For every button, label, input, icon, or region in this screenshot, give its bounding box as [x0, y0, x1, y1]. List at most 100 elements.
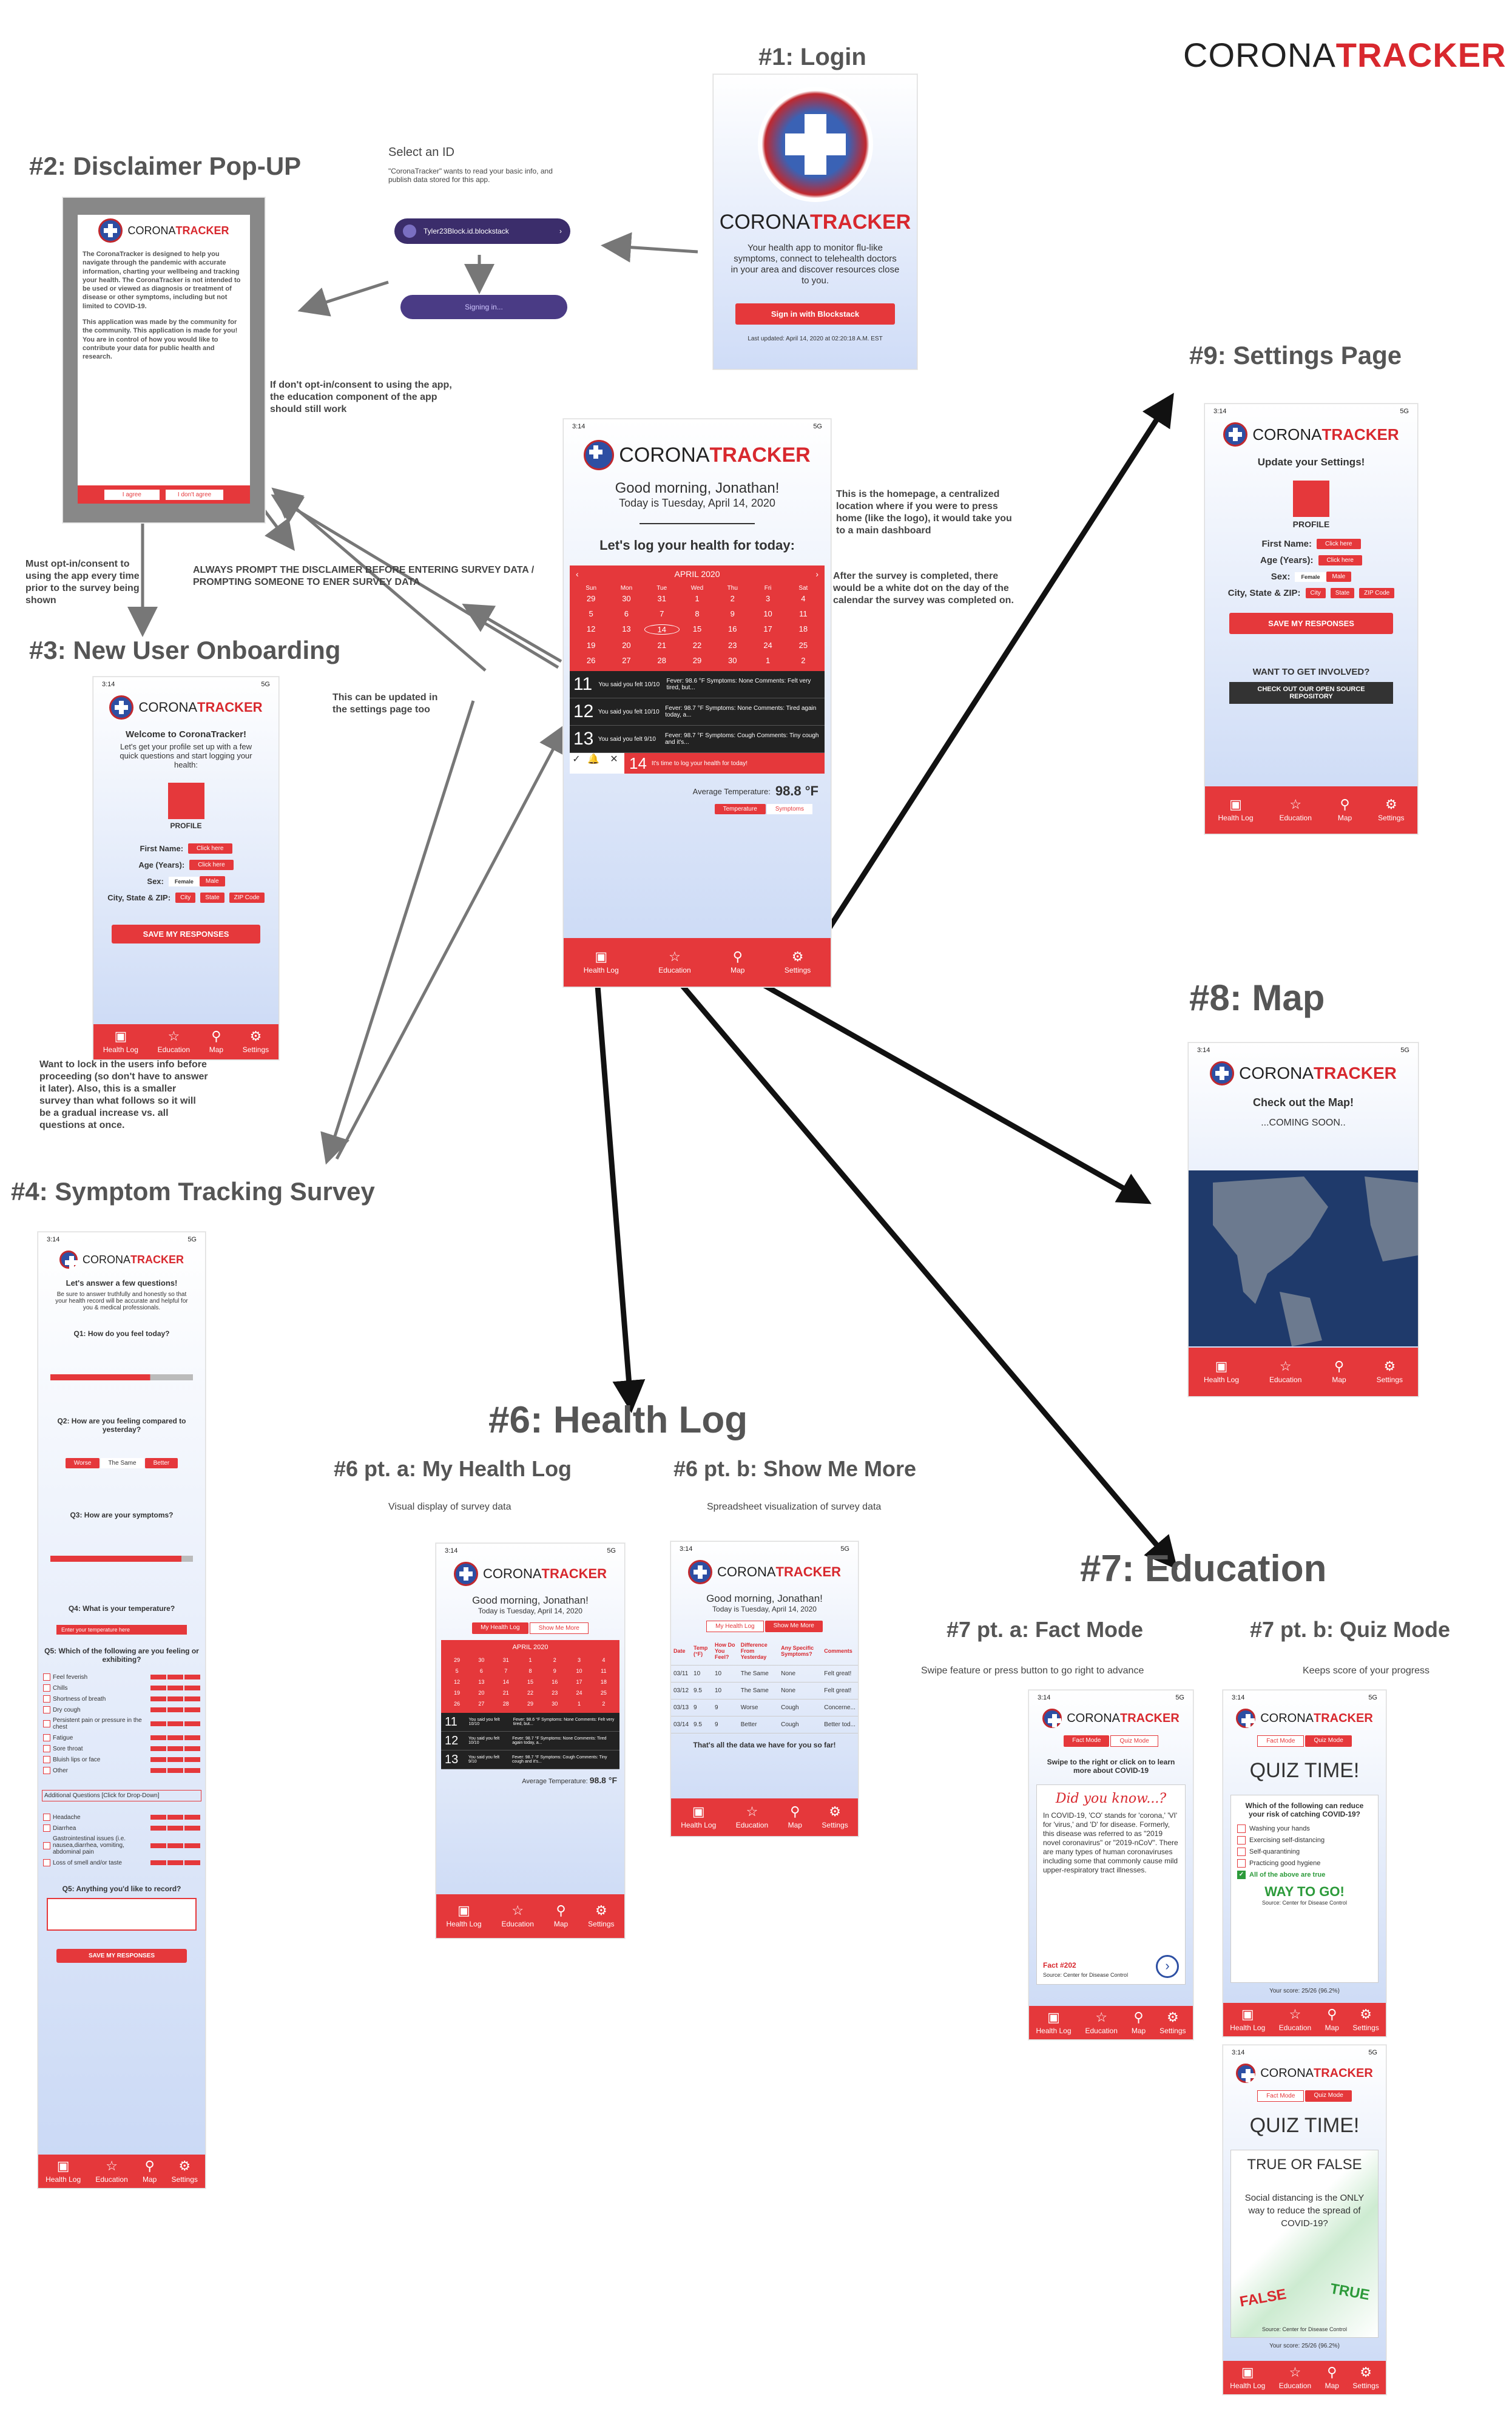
- nav-education[interactable]: ☆Education: [1085, 2009, 1118, 2035]
- severity-option[interactable]: [167, 1815, 183, 1820]
- survey-save-button[interactable]: SAVE MY RESPONSES: [56, 1949, 187, 1963]
- symptom-checkbox[interactable]: [43, 1695, 50, 1703]
- severity-option[interactable]: [184, 1696, 200, 1701]
- home-logo[interactable]: CORONATRACKER: [564, 436, 831, 474]
- severity-option[interactable]: [184, 1735, 200, 1740]
- next-fact-icon[interactable]: ›: [1156, 1955, 1179, 1978]
- nav-map[interactable]: ⚲Map: [1131, 2009, 1146, 2035]
- calendar-day[interactable]: 21: [502, 1690, 509, 1696]
- nav-health-log[interactable]: ▣Health Log: [446, 1903, 482, 1929]
- save-responses-button[interactable]: SAVE MY RESPONSES: [1229, 613, 1393, 634]
- nav-education[interactable]: ☆Education: [95, 2158, 128, 2184]
- nav-settings[interactable]: ⚙Settings: [1352, 2364, 1379, 2390]
- symptom-checkbox[interactable]: [43, 1706, 50, 1713]
- nav-education[interactable]: ☆Education: [735, 1804, 769, 1830]
- calendar-day[interactable]: 28: [502, 1701, 509, 1707]
- tab-fact-mode[interactable]: Fact Mode: [1257, 2090, 1304, 2102]
- calendar-day[interactable]: 30: [478, 1657, 485, 1663]
- nav-map[interactable]: ⚲Map: [1337, 797, 1352, 823]
- calendar-day[interactable]: 20: [478, 1690, 485, 1696]
- calendar-day[interactable]: 11: [601, 1668, 607, 1674]
- quiz-option[interactable]: Washing your hands: [1237, 1824, 1372, 1833]
- calendar-day[interactable]: 26: [454, 1701, 461, 1707]
- nav-health-log[interactable]: ▣Health Log: [1203, 1359, 1240, 1385]
- calendar-day[interactable]: 3: [765, 594, 771, 603]
- severity-options[interactable]: [150, 1860, 200, 1865]
- age-field[interactable]: Click here: [1318, 555, 1362, 565]
- calendar-day[interactable]: 21: [657, 641, 666, 650]
- same-option[interactable]: The Same: [101, 1458, 144, 1468]
- symptom-checkbox[interactable]: [43, 1756, 50, 1763]
- calendar-day[interactable]: 5: [589, 609, 593, 618]
- quiz-checkbox[interactable]: [1237, 1836, 1246, 1845]
- chevron-left-icon[interactable]: ‹: [576, 569, 579, 579]
- nav-map[interactable]: ⚲Map: [1332, 1359, 1346, 1385]
- severity-option[interactable]: [167, 1860, 183, 1865]
- nav-settings[interactable]: ⚙Settings: [171, 2158, 198, 2184]
- nav-health-log[interactable]: ▣Health Log: [1230, 2006, 1266, 2032]
- calendar-day[interactable]: 7: [504, 1668, 508, 1674]
- nav-map[interactable]: ⚲Map: [209, 1028, 224, 1055]
- q1-slider[interactable]: [50, 1374, 193, 1380]
- nav-health-log[interactable]: ▣Health Log: [1218, 797, 1254, 823]
- first-name-field[interactable]: Click here: [1317, 539, 1361, 549]
- false-button[interactable]: FALSE: [1238, 2286, 1288, 2311]
- severity-option[interactable]: [167, 1826, 183, 1831]
- severity-options[interactable]: [150, 1815, 200, 1820]
- calendar-day[interactable]: 27: [622, 656, 631, 665]
- nav-map[interactable]: ⚲Map: [731, 949, 745, 975]
- calendar-day[interactable]: 15: [692, 624, 702, 633]
- tab-fact-mode[interactable]: Fact Mode: [1064, 1735, 1110, 1747]
- calendar-day[interactable]: 5: [455, 1668, 459, 1674]
- severity-option[interactable]: [167, 1757, 183, 1762]
- nav-health-log[interactable]: ▣Health Log: [46, 2158, 81, 2184]
- severity-option[interactable]: [184, 1675, 200, 1679]
- severity-option[interactable]: [184, 1815, 200, 1820]
- state-field[interactable]: State: [200, 893, 224, 903]
- first-name-field[interactable]: Click here: [188, 843, 232, 854]
- tab-show-me-more[interactable]: Show Me More: [764, 1621, 823, 1632]
- severity-option[interactable]: [150, 1721, 166, 1726]
- tab-quiz-mode[interactable]: Quiz Mode: [1305, 2090, 1352, 2102]
- calendar-day[interactable]: 2: [801, 656, 806, 665]
- worse-option[interactable]: Worse: [65, 1458, 100, 1468]
- quiz-checkbox[interactable]: [1237, 1848, 1246, 1856]
- calendar-day[interactable]: 1: [695, 594, 700, 603]
- severity-options[interactable]: [150, 1768, 200, 1773]
- calendar-day[interactable]: 19: [454, 1690, 461, 1696]
- severity-option[interactable]: [184, 1721, 200, 1726]
- calendar-day[interactable]: 29: [692, 656, 702, 665]
- calendar-day[interactable]: 2: [730, 594, 735, 603]
- tab-temperature[interactable]: Temperature: [714, 804, 766, 814]
- symptom-checkbox[interactable]: [43, 1745, 50, 1752]
- sex-male-option[interactable]: Male: [1326, 572, 1352, 582]
- nav-health-log[interactable]: ▣Health Log: [583, 949, 619, 975]
- severity-option[interactable]: [167, 1686, 183, 1690]
- nav-health-log[interactable]: ▣Health Log: [1036, 2009, 1072, 2035]
- calendar-day[interactable]: 8: [695, 609, 700, 618]
- tab-quiz-mode[interactable]: Quiz Mode: [1110, 1735, 1158, 1747]
- calendar-day[interactable]: 4: [602, 1657, 606, 1663]
- nav-map[interactable]: ⚲Map: [1325, 2006, 1339, 2032]
- severity-option[interactable]: [150, 1860, 166, 1865]
- symptom-checkbox[interactable]: [43, 1814, 50, 1821]
- nav-education[interactable]: ☆Education: [1278, 2006, 1312, 2032]
- calendar-day[interactable]: 31: [502, 1657, 509, 1663]
- severity-options[interactable]: [150, 1707, 200, 1712]
- severity-option[interactable]: [150, 1843, 166, 1848]
- quiz-checkbox[interactable]: ✓: [1237, 1871, 1246, 1879]
- calendar-day[interactable]: 17: [763, 624, 772, 633]
- severity-option[interactable]: [167, 1675, 183, 1679]
- save-responses-button[interactable]: SAVE MY RESPONSES: [112, 925, 260, 943]
- tab-quiz-mode[interactable]: Quiz Mode: [1305, 1735, 1352, 1747]
- nav-health-log[interactable]: ▣Health Log: [681, 1804, 717, 1830]
- agree-button[interactable]: I agree: [104, 489, 160, 500]
- open-source-repo-button[interactable]: CHECK OUT OUR OPEN SOURCE REPOSITORY: [1229, 682, 1393, 704]
- severity-option[interactable]: [167, 1746, 183, 1751]
- calendar-day[interactable]: 17: [576, 1679, 582, 1685]
- calendar-day[interactable]: 16: [728, 624, 737, 633]
- severity-option[interactable]: [184, 1826, 200, 1831]
